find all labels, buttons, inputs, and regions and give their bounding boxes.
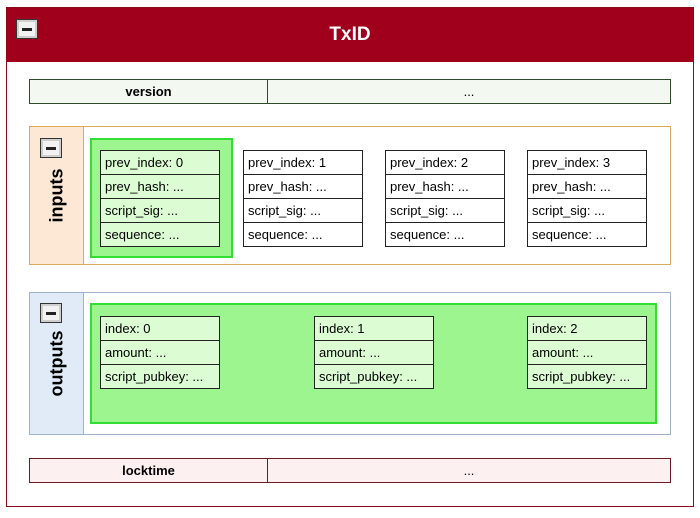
- input-script-sig: script_sig: ...: [386, 199, 504, 223]
- minus-icon: [46, 312, 56, 315]
- input-script-sig: script_sig: ...: [101, 199, 219, 223]
- output-item[interactable]: index: 2 amount: ... script_pubkey: ...: [527, 316, 647, 389]
- minus-icon: [22, 28, 32, 31]
- inputs-label: inputs: [46, 168, 66, 223]
- input-prev-index: prev_index: 0: [101, 151, 219, 175]
- input-sequence: sequence: ...: [532, 227, 607, 242]
- output-index: index: 2: [528, 317, 646, 341]
- input-prev-index: prev_index: 1: [244, 151, 362, 175]
- output-script-pubkey: script_pubkey: ...: [319, 369, 418, 384]
- version-key: version: [30, 80, 268, 103]
- output-amount: amount: ...: [101, 341, 219, 365]
- input-item[interactable]: prev_index: 3 prev_hash: ... script_sig:…: [527, 150, 647, 247]
- output-script-pubkey: script_pubkey: ...: [105, 369, 204, 384]
- output-amount: amount: ...: [315, 341, 433, 365]
- input-script-sig: script_sig: ...: [244, 199, 362, 223]
- transaction-header: [7, 8, 693, 62]
- locktime-value: ...: [463, 463, 475, 478]
- output-amount: amount: ...: [528, 341, 646, 365]
- collapse-outputs-button[interactable]: [40, 303, 62, 323]
- input-sequence: sequence: ...: [248, 227, 323, 242]
- input-sequence: sequence: ...: [105, 227, 180, 242]
- input-item[interactable]: prev_index: 0 prev_hash: ... script_sig:…: [100, 150, 220, 247]
- input-script-sig: script_sig: ...: [528, 199, 646, 223]
- output-item[interactable]: index: 0 amount: ... script_pubkey: ...: [100, 316, 220, 389]
- input-prev-hash: prev_hash: ...: [386, 175, 504, 199]
- collapse-inputs-button[interactable]: [40, 138, 62, 158]
- input-sequence: sequence: ...: [390, 227, 465, 242]
- input-prev-hash: prev_hash: ...: [244, 175, 362, 199]
- transaction-title: TxID: [329, 24, 371, 45]
- outputs-label: outputs: [46, 330, 67, 397]
- output-script-pubkey: script_pubkey: ...: [532, 369, 631, 384]
- version-value: ...: [463, 84, 475, 99]
- version-row: version ...: [29, 79, 671, 104]
- input-prev-hash: prev_hash: ...: [101, 175, 219, 199]
- input-item[interactable]: prev_index: 2 prev_hash: ... script_sig:…: [385, 150, 505, 247]
- output-index: index: 1: [315, 317, 433, 341]
- input-prev-index: prev_index: 2: [386, 151, 504, 175]
- output-item[interactable]: index: 1 amount: ... script_pubkey: ...: [314, 316, 434, 389]
- minus-icon: [46, 147, 56, 150]
- locktime-key: locktime: [30, 459, 268, 482]
- input-prev-index: prev_index: 3: [528, 151, 646, 175]
- output-index: index: 0: [101, 317, 219, 341]
- locktime-row: locktime ...: [29, 458, 671, 483]
- collapse-transaction-button[interactable]: [16, 19, 38, 39]
- input-item[interactable]: prev_index: 1 prev_hash: ... script_sig:…: [243, 150, 363, 247]
- input-prev-hash: prev_hash: ...: [528, 175, 646, 199]
